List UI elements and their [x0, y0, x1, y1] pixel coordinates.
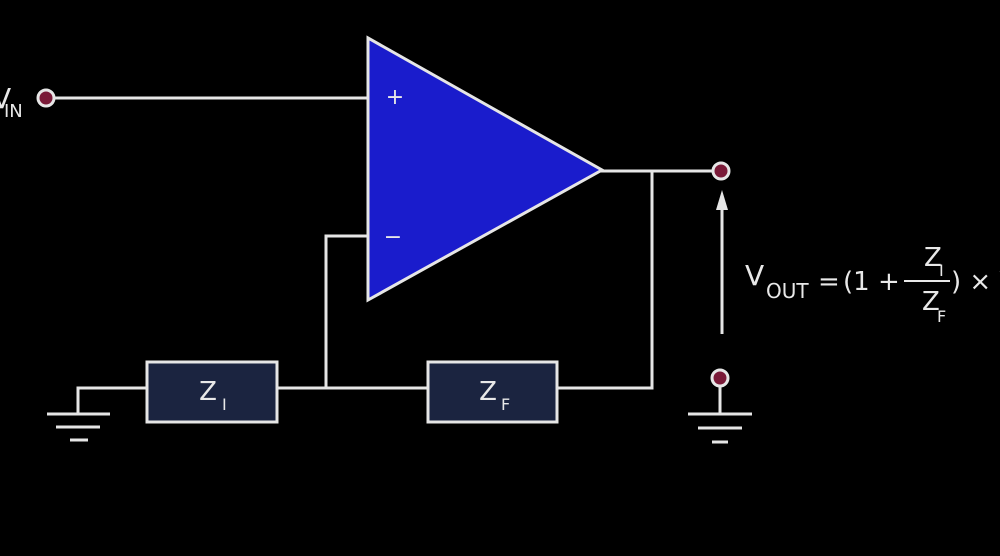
zf-label: Z [479, 377, 497, 407]
formula-vout: V [745, 259, 764, 292]
formula-numerator: Z [924, 243, 942, 273]
gain-formula: V OUT = (1 + Z I Z F ) × V [745, 243, 1000, 326]
vin-subscript: IN [4, 101, 23, 122]
vin-label: V [0, 82, 11, 115]
ground-icon-left [47, 412, 110, 442]
formula-open: (1 + [843, 267, 900, 297]
feedback-wire [557, 171, 654, 390]
inverting-input-wire [324, 234, 368, 388]
formula-equals: = [818, 267, 840, 297]
formula-vout-subscript: OUT [766, 279, 809, 303]
opamp-triangle [366, 35, 606, 303]
ground-wire-left [76, 386, 147, 414]
ground-icon-right [688, 386, 752, 444]
formula-close: ) × V [951, 267, 1000, 297]
zf-impedance [426, 360, 559, 424]
zi-subscript: I [222, 395, 227, 414]
zi-impedance [145, 360, 279, 424]
formula-numerator-subscript: I [939, 261, 944, 280]
zi-label: Z [199, 377, 217, 407]
zf-subscript: F [501, 395, 510, 414]
formula-denominator: Z [922, 287, 940, 317]
plus-sign: + [386, 85, 404, 110]
arrow-up-icon [716, 190, 728, 334]
output-terminal [711, 161, 731, 181]
ground-terminal [710, 368, 730, 388]
formula-denominator-subscript: F [937, 307, 946, 326]
minus-sign: − [384, 225, 402, 250]
input-terminal [36, 88, 56, 108]
